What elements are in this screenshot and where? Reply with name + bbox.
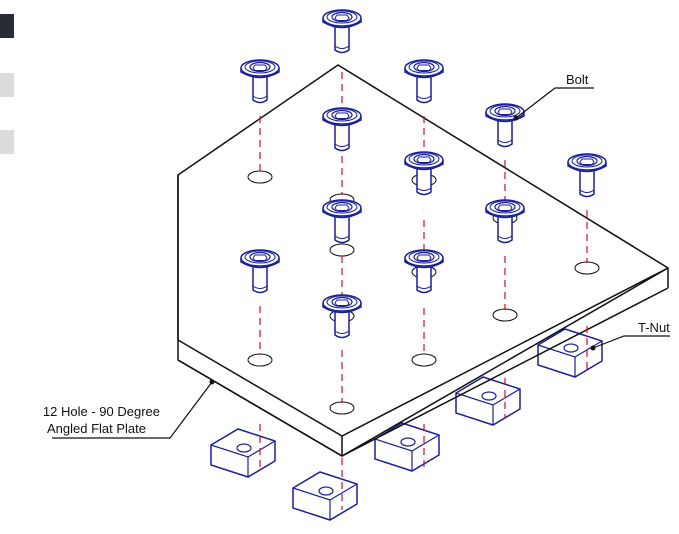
sidebar-tab-3[interactable] [0, 130, 14, 154]
plate-label-line2: Angled Flat Plate [47, 421, 146, 436]
callout-leaders [52, 87, 670, 439]
sidebar-tab-1[interactable] [0, 14, 14, 38]
tnut-label: T-Nut [638, 320, 670, 335]
bolt-label: Bolt [566, 72, 589, 87]
plate-label-line1: 12 Hole - 90 Degree [43, 404, 160, 419]
sidebar-tab-2[interactable] [0, 73, 14, 97]
